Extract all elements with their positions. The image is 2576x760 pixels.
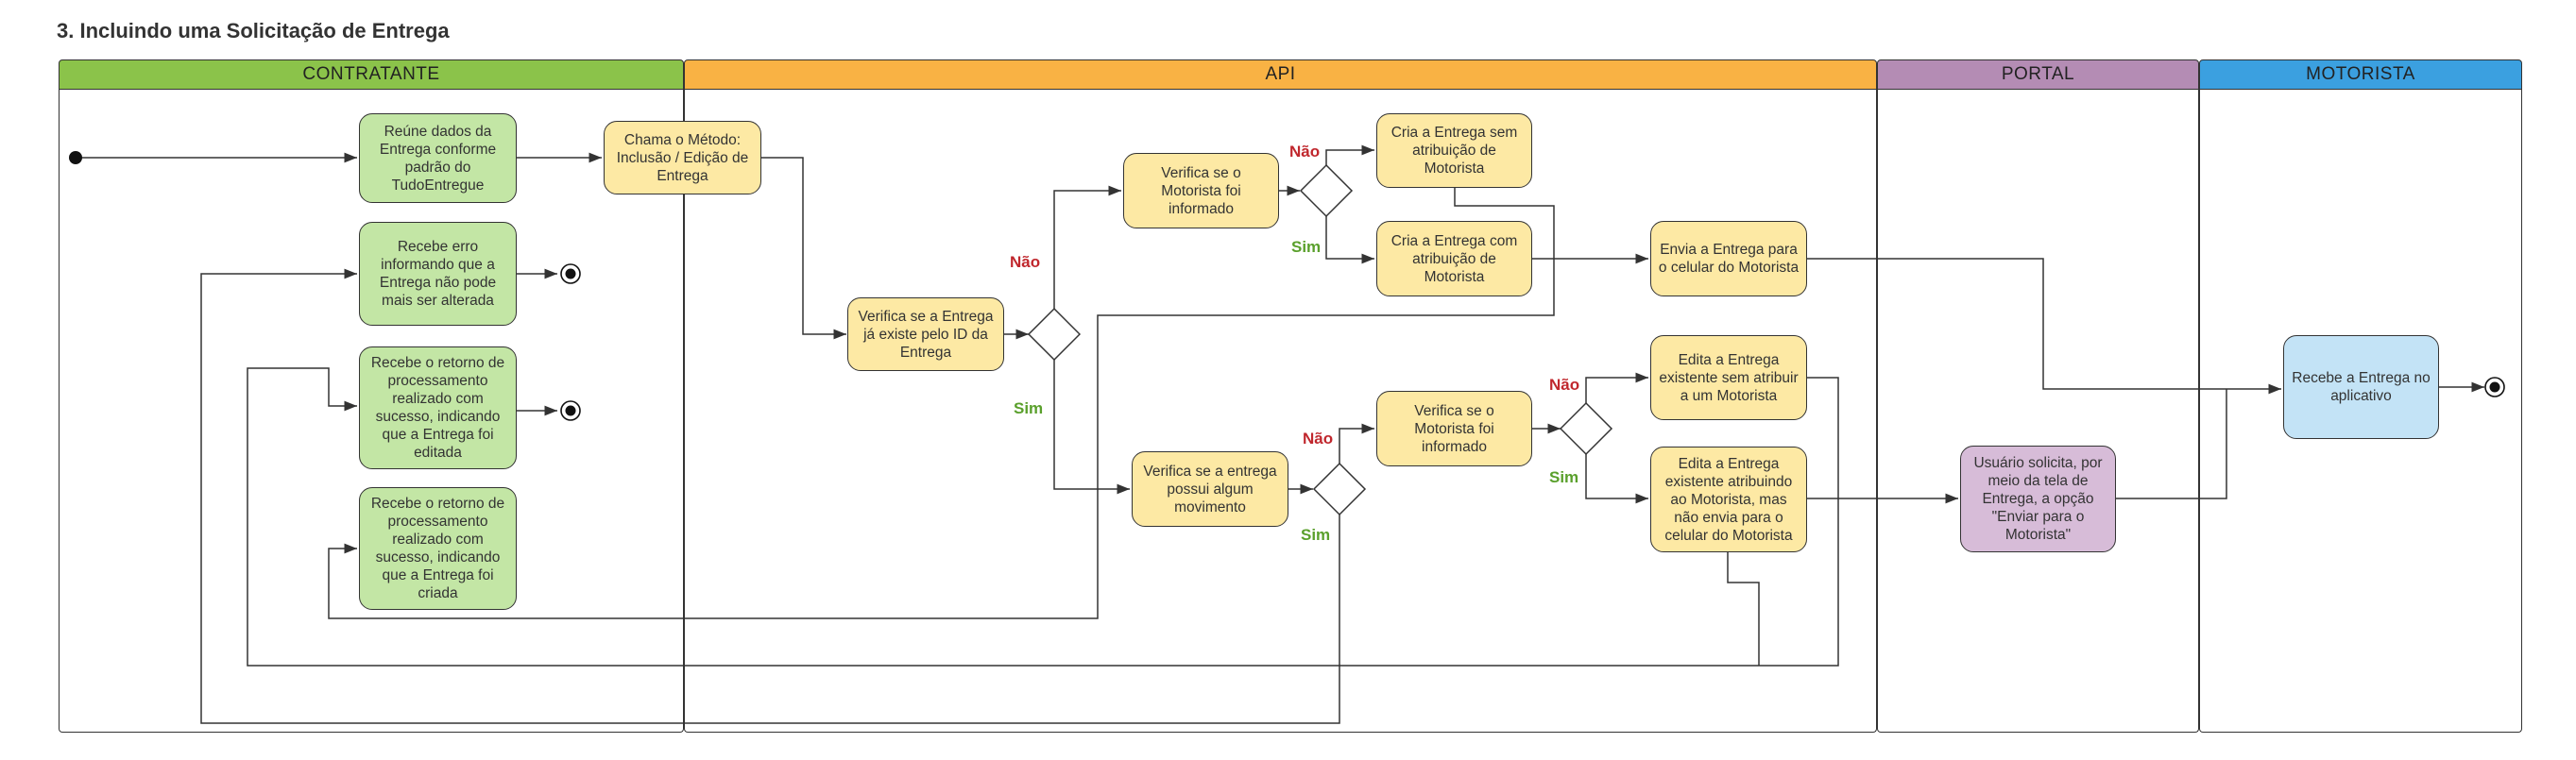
node-portal-solicita: Usuário solicita, por meio da tela de En… xyxy=(1960,446,2116,552)
edge-d2-sim xyxy=(1325,216,1374,264)
lane-header-motorista: MOTORISTA xyxy=(2199,59,2522,90)
node-reune-dados: Reúne dados da Entrega conforme padrão d… xyxy=(359,113,517,203)
edge-envia-app xyxy=(1807,258,2281,395)
lane-portal xyxy=(1877,90,2199,733)
edge-chama-existe xyxy=(761,157,846,340)
node-retorno-criada: Recebe o retorno de processamento realiz… xyxy=(359,487,517,610)
end-node-erro xyxy=(560,263,581,284)
label-sim-motorista-2: Sim xyxy=(1549,468,1579,486)
lane-api xyxy=(684,90,1877,733)
decision-motorista-1 xyxy=(1299,163,1354,218)
node-retorno-editada: Recebe o retorno de processamento realiz… xyxy=(359,346,517,469)
lane-contratante xyxy=(59,90,684,733)
decision-movimento xyxy=(1312,462,1367,516)
lane-motorista xyxy=(2199,90,2522,733)
lane-label: CONTRATANTE xyxy=(302,64,440,84)
node-recebe-aplicativo: Recebe a Entrega no aplicativo xyxy=(2283,335,2439,439)
edge-d2-nao xyxy=(1325,144,1374,165)
edge-portal-app xyxy=(2116,389,2227,499)
label-sim-existe: Sim xyxy=(1014,399,1044,417)
lane-label: API xyxy=(1265,64,1296,84)
start-node xyxy=(69,151,82,164)
node-verifica-existe: Verifica se a Entrega já existe pelo ID … xyxy=(847,297,1004,371)
decision-existe xyxy=(1027,307,1082,362)
node-recebe-erro: Recebe erro informando que a Entrega não… xyxy=(359,222,517,326)
label-sim-movimento: Sim xyxy=(1301,526,1331,544)
node-edita-sem: Edita a Entrega existente sem atribuir a… xyxy=(1650,335,1807,420)
label-nao-motorista-2: Não xyxy=(1549,376,1580,394)
node-cria-sem: Cria a Entrega sem atribuição de Motoris… xyxy=(1376,113,1532,188)
page-title: 3. Incluindo uma Solicitação de Entrega xyxy=(57,19,450,42)
edge-criasem-retorno xyxy=(328,188,1555,619)
node-cria-com: Cria a Entrega com atribuição de Motoris… xyxy=(1376,221,1532,296)
label-nao-existe: Não xyxy=(1010,253,1041,271)
edge-d1-nao xyxy=(1053,185,1121,309)
lane-header-api: API xyxy=(684,59,1877,90)
node-verifica-motorista-1: Verifica se o Motorista foi informado xyxy=(1123,153,1279,228)
edge-d3-sim xyxy=(200,268,1340,724)
node-edita-com: Edita a Entrega existente atribuindo ao … xyxy=(1650,447,1807,552)
edge-d1-sim xyxy=(1053,360,1130,495)
node-verifica-movimento: Verifica se a entrega possui algum movim… xyxy=(1132,451,1288,527)
lane-header-portal: PORTAL xyxy=(1877,59,2199,90)
edge-editacom-retorno xyxy=(1727,552,1760,666)
edge-editasem-retorno xyxy=(247,367,1839,667)
node-envia-entrega: Envia a Entrega para o celular do Motori… xyxy=(1650,221,1807,296)
node-verifica-motorista-2: Verifica se o Motorista foi informado xyxy=(1376,391,1532,466)
end-node-editada xyxy=(560,400,581,421)
label-sim-motorista-1: Sim xyxy=(1291,238,1322,256)
edge-d3-nao xyxy=(1339,423,1374,464)
edge-d4-nao xyxy=(1585,372,1648,403)
end-node-app xyxy=(2484,377,2505,397)
lane-header-contratante: CONTRATANTE xyxy=(59,59,684,90)
label-nao-movimento: Não xyxy=(1303,430,1334,448)
decision-motorista-2 xyxy=(1559,401,1613,456)
node-chama-metodo: Chama o Método: Inclusão / Edição de Ent… xyxy=(604,121,761,194)
label-nao-motorista-1: Não xyxy=(1289,143,1321,160)
edge-d4-sim xyxy=(1585,454,1648,504)
lane-label: PORTAL xyxy=(2001,64,2075,84)
lane-label: MOTORISTA xyxy=(2306,64,2415,84)
